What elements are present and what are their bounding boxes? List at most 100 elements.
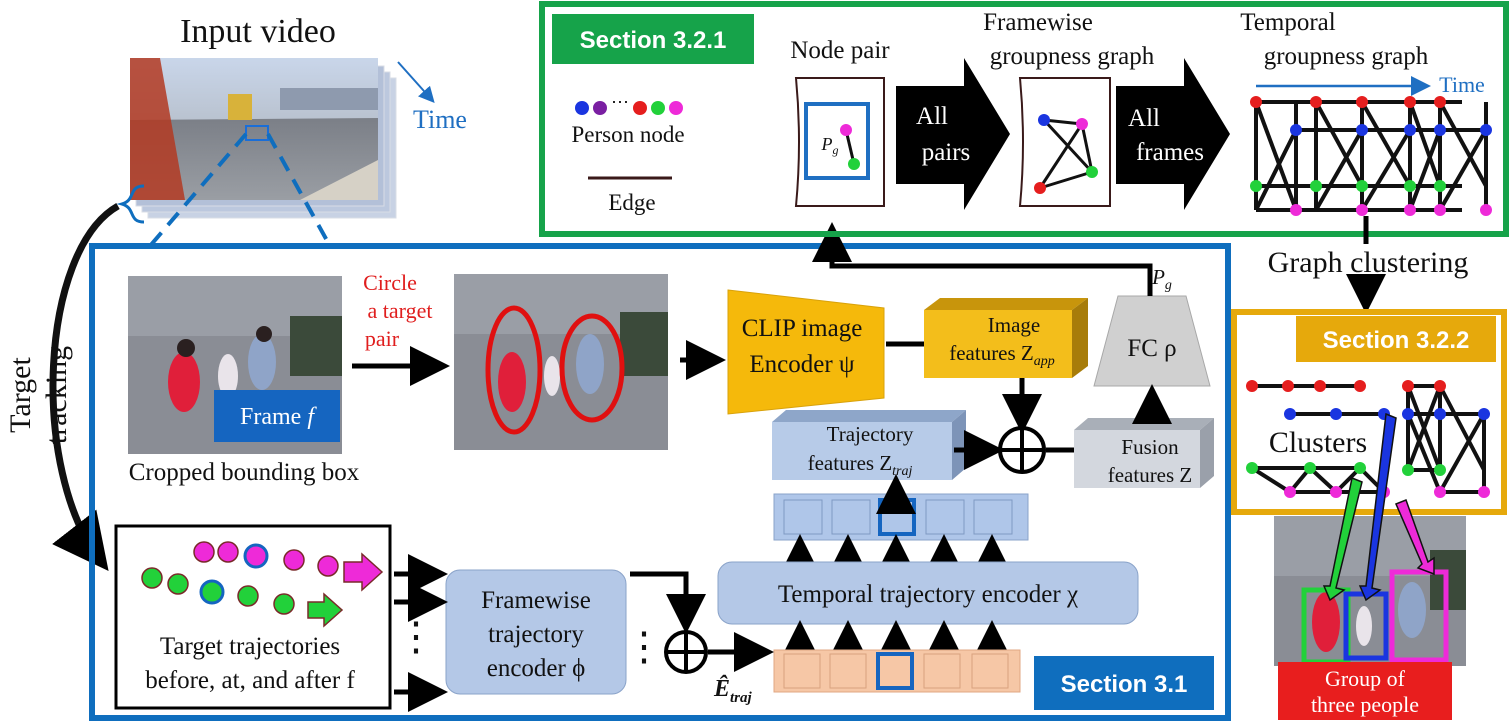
- all-pairs-label-2: pairs: [922, 139, 971, 166]
- pg-label-fc: Pg: [1151, 265, 1172, 293]
- image-features-box: [924, 298, 1088, 378]
- circle-label-1: Circle: [363, 270, 417, 295]
- targets-label-2: before, at, and after f: [145, 667, 355, 694]
- frame-f-label: Frame f: [240, 404, 317, 430]
- fc-label: FC ρ: [1127, 335, 1176, 362]
- fusion-features-label-2: features Z: [1108, 463, 1193, 487]
- framewise-dots: ⋮: [624, 624, 664, 669]
- circled-frame-image: [454, 274, 668, 450]
- temporal-encoder-label: Temporal trajectory encoder χ: [778, 581, 1078, 608]
- fc-block: [1093, 295, 1211, 387]
- section-3-2-2-badge: [1296, 316, 1496, 362]
- all-frames-label-2: frames: [1136, 139, 1204, 166]
- cluster-pointer-arrows: [1322, 412, 1435, 602]
- all-frames-arrow: [1116, 58, 1230, 210]
- framewise-top-to-plus: [630, 571, 706, 634]
- temporal-time-label: Time: [1439, 72, 1485, 97]
- target-tracking-label-1: Target: [4, 357, 37, 433]
- all-pairs-label-1: All: [916, 103, 948, 130]
- section-3-1-box: [89, 243, 1231, 721]
- video-brace: [116, 184, 145, 224]
- target-circle-left: [485, 305, 543, 435]
- target-tracking-label-2: tracking: [40, 346, 73, 444]
- framewise-token-row: [773, 649, 1021, 693]
- trajectory-features-label-1: Trajectory: [827, 422, 914, 446]
- temporal-token-2: [831, 499, 871, 535]
- video-frame-stack: [130, 58, 397, 219]
- clip-encoder: [727, 289, 885, 415]
- edge-label: Edge: [608, 190, 655, 215]
- temporal-token-1: [783, 499, 823, 535]
- framewise-label-2: trajectory: [488, 621, 584, 648]
- temporal-token-5: [973, 499, 1013, 535]
- temporal-graph: [1254, 100, 1488, 212]
- input-dots: ⋮: [396, 614, 436, 659]
- fc-to-node-pair-arrow: [812, 222, 1153, 296]
- section-3-2-1-box: [539, 1, 1509, 237]
- clip-label-2: Encoder ψ: [749, 351, 855, 378]
- image-features-label-2: features Zapp: [949, 341, 1055, 369]
- node-pair-magenta-node: [840, 124, 852, 136]
- framewise-graph-title-2: groupness graph: [990, 43, 1155, 70]
- group-label-2: three people: [1311, 692, 1419, 717]
- trajectory-dots: [141, 541, 384, 628]
- e-traj-label: Êtraj: [713, 675, 753, 706]
- time-arrow-input: [397, 61, 435, 103]
- group-label-1: Group of: [1325, 666, 1406, 691]
- cluster-graphs: [1246, 380, 1490, 498]
- node-pair-title: Node pair: [790, 37, 890, 64]
- framewise-graph-title-1: Framewise: [983, 9, 1093, 36]
- graph-clustering-label: Graph clustering: [1268, 246, 1469, 279]
- group-box-magenta: [1389, 569, 1449, 663]
- person-node-label: Person node: [571, 122, 684, 147]
- framewise-graph: [1034, 114, 1098, 194]
- trajectory-features-label-2: features Ztraj: [808, 451, 913, 479]
- image-features-label-1: Image: [988, 313, 1040, 337]
- input-time-label: Time: [413, 105, 467, 134]
- temporal-token-row: [773, 493, 1029, 541]
- clip-label-1: CLIP image: [742, 315, 863, 342]
- trajectory-input-arrows: [394, 554, 448, 712]
- framewise-token-2: [829, 653, 867, 689]
- section-3-2-1-label: Section 3.2.1: [580, 27, 727, 54]
- framewise-token-1: [783, 653, 821, 689]
- encoder-input-arrows: [784, 620, 1008, 652]
- temporal-token-3: [878, 498, 916, 536]
- temporal-token-4: [925, 499, 965, 535]
- framewise-label-1: Framewise: [481, 587, 591, 614]
- temporal-graph-nodes: [1250, 96, 1492, 216]
- svg-text:⋯: ⋯: [611, 92, 629, 112]
- section-3-1-badge: [1034, 656, 1214, 710]
- circle-label-3: pair: [365, 326, 400, 351]
- group-label-badge: [1278, 662, 1452, 720]
- person-node-legend: ⋯: [575, 92, 683, 115]
- target-crop-marker: [245, 125, 269, 141]
- trajectory-features-box: [772, 410, 966, 480]
- node-pair-frame: [804, 102, 870, 180]
- encoder-output-arrows: [784, 534, 1008, 566]
- section-3-2-1-badge: [552, 14, 754, 64]
- section-3-2-2-box: [1231, 309, 1507, 515]
- input-video-title: Input video: [180, 13, 336, 50]
- temporal-graph-title-1: Temporal: [1240, 9, 1335, 36]
- targets-label-1: Target trajectories: [160, 633, 340, 660]
- zoom-line-right: [266, 133, 332, 247]
- target-circle-right: [559, 313, 625, 423]
- all-pairs-arrow: [896, 58, 1010, 210]
- circle-label-2: a target: [368, 298, 433, 323]
- temporal-graph-title-2: groupness graph: [1264, 43, 1429, 70]
- framewise-token-3: [876, 652, 914, 690]
- node-pair-pg: Pg: [821, 134, 839, 157]
- section-3-1-label: Section 3.1: [1061, 671, 1188, 698]
- fusion-plus-symbol: [998, 426, 1046, 474]
- target-tracking-arrow: [49, 202, 120, 572]
- section-3-2-2-label: Section 3.2.2: [1323, 327, 1470, 354]
- clusters-label: Clusters: [1269, 426, 1367, 459]
- framewise-token-4: [923, 653, 961, 689]
- position-plus-symbol: [664, 630, 708, 674]
- fusion-features-label-1: Fusion: [1121, 435, 1179, 459]
- all-frames-label-1: All: [1128, 105, 1160, 132]
- framewise-trajectory-encoder: [445, 569, 627, 695]
- cropped-caption: Cropped bounding box: [129, 459, 360, 486]
